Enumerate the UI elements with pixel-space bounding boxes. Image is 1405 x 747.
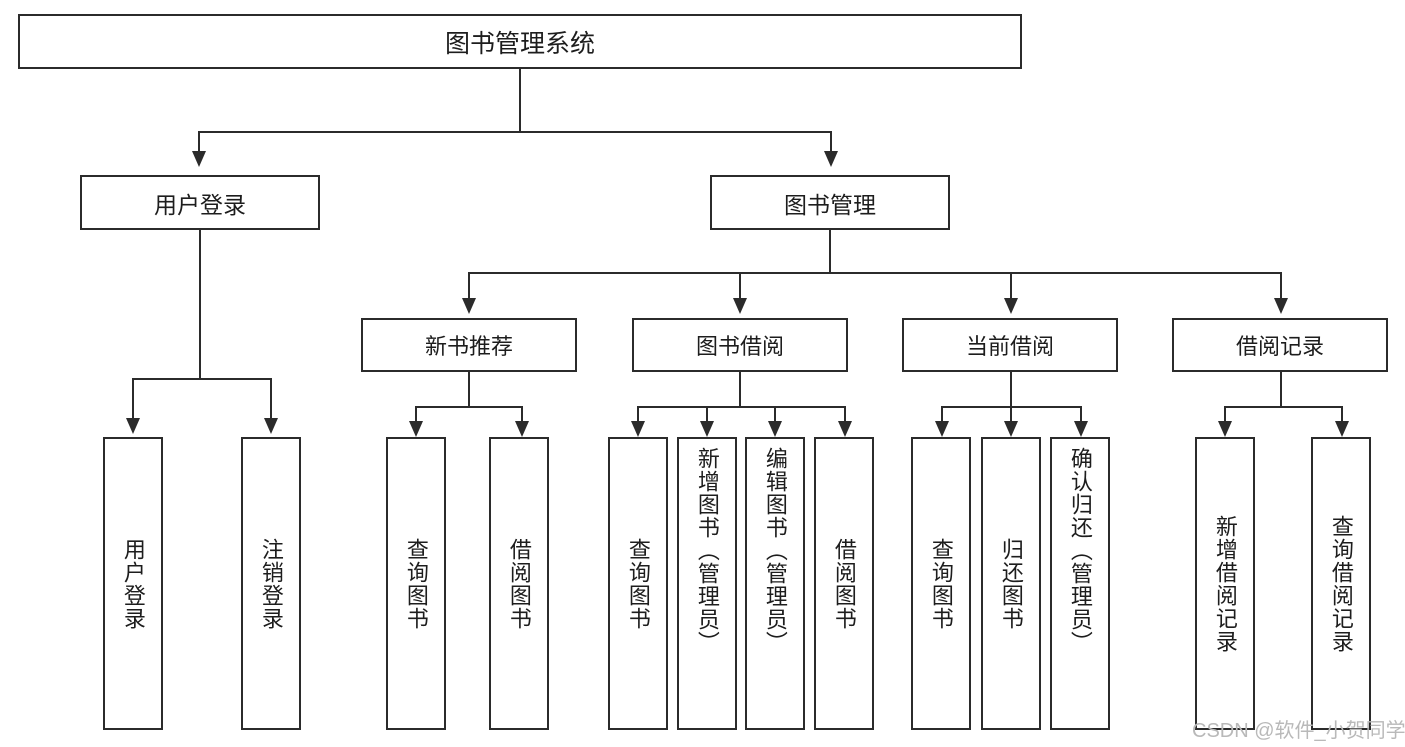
connector-borrow-record-drop-1 xyxy=(1224,406,1226,421)
leaf-label: 用户登录 xyxy=(120,537,146,630)
leaf-label: 编辑图书（管理员） xyxy=(762,447,788,654)
leaf-label: 查询图书 xyxy=(625,537,651,630)
leaf-label: 查询图书 xyxy=(403,537,429,630)
connector-book-borrow-drop-4 xyxy=(844,406,846,421)
leaf-label: 查询借阅记录 xyxy=(1328,514,1354,653)
connector-level2-drop-left xyxy=(198,131,200,151)
arrow-to-leaf-return-book xyxy=(1004,421,1018,437)
connector-borrow-record-drop-2 xyxy=(1341,406,1343,421)
arrow-to-leaf-add-book xyxy=(700,421,714,437)
arrow-to-leaf-logout xyxy=(264,418,278,434)
leaf-logout[interactable]: 注销登录 xyxy=(241,437,301,730)
leaf-label: 注销登录 xyxy=(258,537,284,630)
leaf-borrow-book-recommend[interactable]: 借阅图书 xyxy=(489,437,549,730)
connector-user-login-drop-2 xyxy=(270,378,272,418)
leaf-query-borrow-record[interactable]: 查询借阅记录 xyxy=(1311,437,1371,730)
node-label: 当前借阅 xyxy=(965,334,1054,359)
node-current-borrow[interactable]: 当前借阅 xyxy=(902,318,1118,372)
connector-book-borrow-bus xyxy=(637,406,844,408)
connector-current-borrow-drop-3 xyxy=(1080,406,1082,421)
node-label: 图书借阅 xyxy=(695,334,784,359)
leaf-add-borrow-record[interactable]: 新增借阅记录 xyxy=(1195,437,1255,730)
connector-user-login-bus xyxy=(132,378,270,380)
leaf-confirm-return-admin[interactable]: 确认归还（管理员） xyxy=(1050,437,1110,730)
leaf-label: 借阅图书 xyxy=(831,537,857,630)
node-label: 用户登录 xyxy=(154,191,246,218)
connector-new-book-stem xyxy=(468,372,470,406)
connector-book-borrow-stem xyxy=(739,372,741,406)
node-user-login[interactable]: 用户登录 xyxy=(80,175,320,230)
connector-new-book-bus xyxy=(415,406,521,408)
arrow-to-leaf-edit-book xyxy=(768,421,782,437)
leaf-label: 查询图书 xyxy=(928,537,954,630)
node-book-manage[interactable]: 图书管理 xyxy=(710,175,950,230)
connector-book-borrow-drop-3 xyxy=(774,406,776,421)
node-book-borrow[interactable]: 图书借阅 xyxy=(632,318,848,372)
connector-current-borrow-drop-2 xyxy=(1010,406,1012,421)
arrow-to-leaf-confirm-return xyxy=(1074,421,1088,437)
arrow-to-book-borrow xyxy=(733,298,747,314)
leaf-borrow-book[interactable]: 借阅图书 xyxy=(814,437,874,730)
leaf-edit-book-admin[interactable]: 编辑图书（管理员） xyxy=(745,437,805,730)
arrow-to-leaf-query-book-3 xyxy=(935,421,949,437)
connector-level2-bus xyxy=(198,131,831,133)
node-label: 图书管理 xyxy=(784,191,876,218)
connector-user-login-drop-1 xyxy=(132,378,134,418)
csdn-watermark: CSDN @软件_小贺同学 xyxy=(1192,714,1405,743)
connector-borrow-record-stem xyxy=(1280,372,1282,406)
connector-book-manage-stem xyxy=(829,230,831,272)
leaf-label: 借阅图书 xyxy=(506,537,532,630)
node-label: 新书推荐 xyxy=(424,334,513,359)
connector-new-book-drop-2 xyxy=(521,406,523,421)
leaf-label: 新增借阅记录 xyxy=(1212,514,1238,653)
watermark-text: CSDN @软件_小贺同学 xyxy=(1192,720,1405,742)
arrow-to-user-login xyxy=(192,151,206,167)
arrow-to-leaf-user-login xyxy=(126,418,140,434)
arrow-to-leaf-query-book-2 xyxy=(631,421,645,437)
node-label: 图书管理系统 xyxy=(444,29,595,58)
node-borrow-record[interactable]: 借阅记录 xyxy=(1172,318,1388,372)
leaf-label: 确认归还（管理员） xyxy=(1067,447,1093,654)
leaf-user-login[interactable]: 用户登录 xyxy=(103,437,163,730)
leaf-label: 归还图书 xyxy=(998,537,1024,630)
connector-book-borrow-drop-2 xyxy=(706,406,708,421)
leaf-label: 新增图书（管理员） xyxy=(694,447,720,654)
node-label: 借阅记录 xyxy=(1235,334,1324,359)
node-root-system[interactable]: 图书管理系统 xyxy=(18,14,1022,69)
connector-level3-bus xyxy=(468,272,1280,274)
connector-level3-drop-2 xyxy=(739,272,741,298)
leaf-query-book-recommend[interactable]: 查询图书 xyxy=(386,437,446,730)
connector-current-borrow-stem xyxy=(1010,372,1012,406)
connector-level3-drop-1 xyxy=(468,272,470,298)
arrow-to-book-manage xyxy=(824,151,838,167)
arrow-to-leaf-add-record xyxy=(1218,421,1232,437)
connector-book-borrow-drop-1 xyxy=(637,406,639,421)
connector-user-login-stem xyxy=(199,230,201,378)
node-new-book-recommend[interactable]: 新书推荐 xyxy=(361,318,577,372)
connector-borrow-record-bus xyxy=(1224,406,1341,408)
connector-root-stem xyxy=(519,69,521,131)
leaf-query-book-current[interactable]: 查询图书 xyxy=(911,437,971,730)
arrow-to-leaf-query-record xyxy=(1335,421,1349,437)
connector-level2-drop-right xyxy=(830,131,832,151)
connector-current-borrow-drop-1 xyxy=(941,406,943,421)
leaf-return-book[interactable]: 归还图书 xyxy=(981,437,1041,730)
leaf-query-book-borrow[interactable]: 查询图书 xyxy=(608,437,668,730)
connector-new-book-drop-1 xyxy=(415,406,417,421)
arrow-to-leaf-query-book-1 xyxy=(409,421,423,437)
arrow-to-borrow-record xyxy=(1274,298,1288,314)
arrow-to-leaf-borrow-book-1 xyxy=(515,421,529,437)
arrow-to-new-book xyxy=(462,298,476,314)
connector-level3-drop-4 xyxy=(1280,272,1282,298)
connector-level3-drop-3 xyxy=(1010,272,1012,298)
leaf-add-book-admin[interactable]: 新增图书（管理员） xyxy=(677,437,737,730)
arrow-to-current-borrow xyxy=(1004,298,1018,314)
arrow-to-leaf-borrow-book-2 xyxy=(838,421,852,437)
